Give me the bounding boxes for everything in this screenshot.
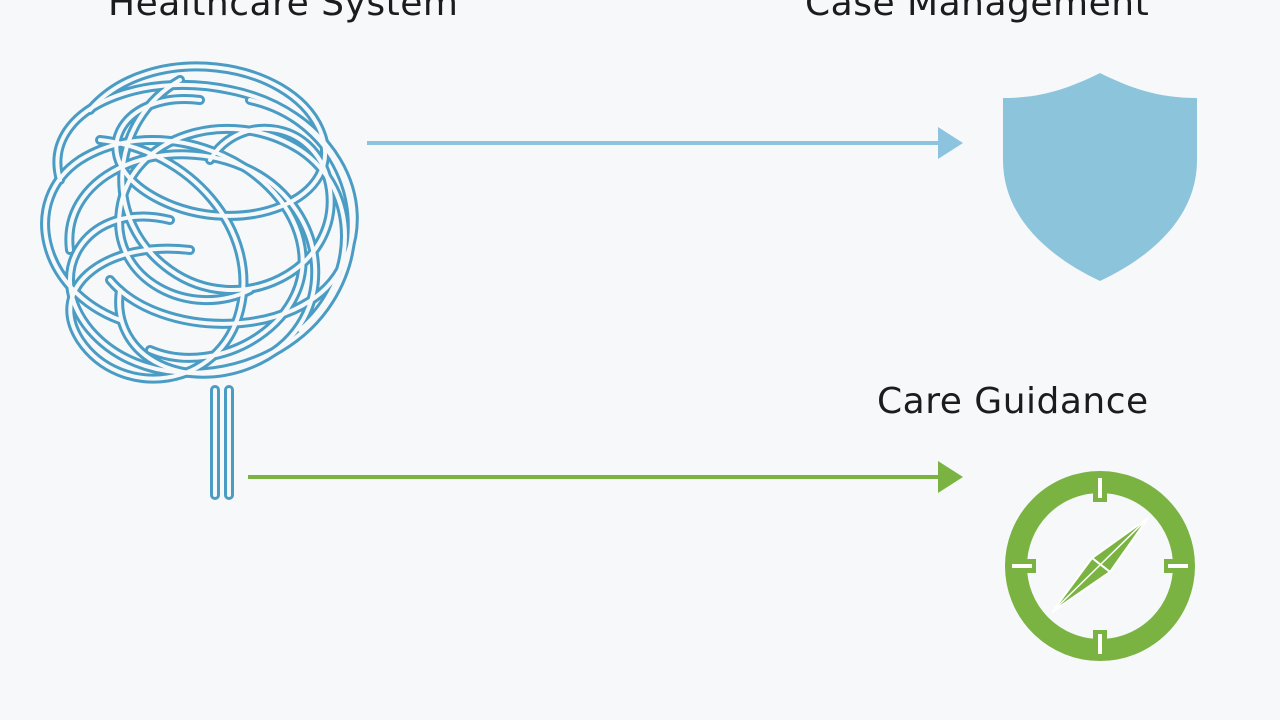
tangled-yarn-icon <box>40 61 359 500</box>
arrow-top-head <box>938 127 963 159</box>
case-management-label: Case Management <box>805 0 1150 24</box>
care-guidance-label: Care Guidance <box>877 381 1149 422</box>
compass-icon <box>1005 471 1195 661</box>
arrow-bottom-head <box>938 461 963 493</box>
healthcare-system-label: Healthcare System <box>108 0 459 24</box>
arrow-to-care-guidance <box>248 461 963 493</box>
arrow-to-case-management <box>367 127 963 159</box>
shield-icon <box>1003 73 1197 281</box>
